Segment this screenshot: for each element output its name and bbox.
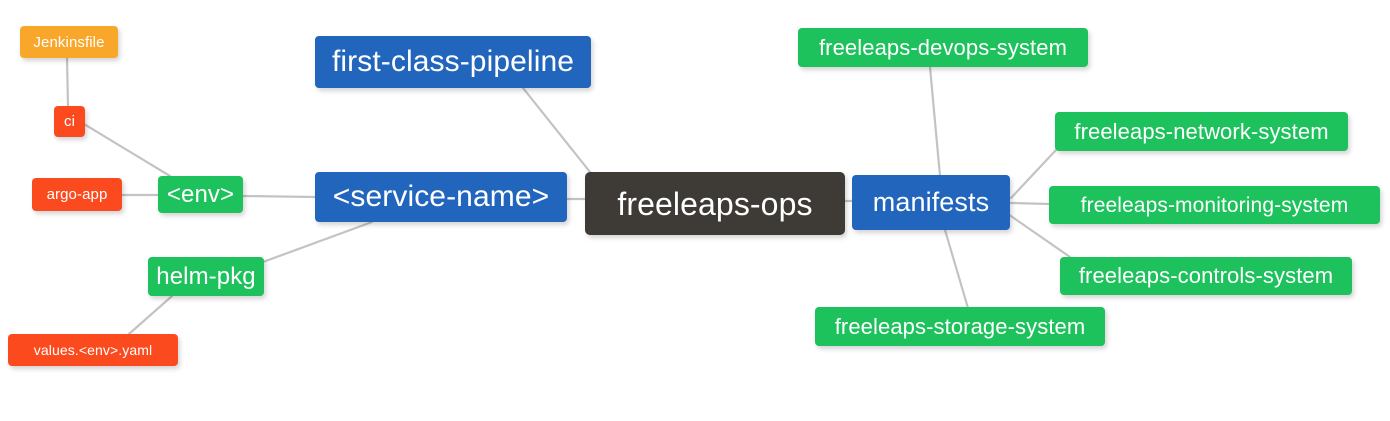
edge-service-name-env — [241, 194, 317, 199]
edge-root-first-class-pipeline — [521, 86, 592, 174]
node-jenkinsfile[interactable]: Jenkinsfile — [20, 26, 118, 58]
node-freeleaps-controls-system[interactable]: freeleaps-controls-system — [1060, 257, 1352, 295]
node-service-name[interactable]: <service-name> — [315, 172, 567, 222]
node-label: freeleaps-network-system — [1074, 118, 1329, 144]
node-helm-pkg[interactable]: helm-pkg — [148, 257, 264, 296]
edge-env-ci — [82, 122, 172, 178]
node-freeleaps-devops-system[interactable]: freeleaps-devops-system — [798, 28, 1088, 67]
node-manifests[interactable]: manifests — [852, 175, 1010, 230]
edge-manifests-storage-system — [943, 228, 970, 310]
node-env[interactable]: <env> — [158, 176, 243, 213]
node-label: freeleaps-devops-system — [818, 34, 1068, 60]
node-freeleaps-monitoring-system[interactable]: freeleaps-monitoring-system — [1049, 186, 1380, 224]
node-label: values.<env>.yaml — [33, 342, 153, 358]
node-label: manifests — [872, 187, 990, 217]
node-argo-app[interactable]: argo-app — [32, 178, 122, 211]
edge-service-name-helm-pkg — [261, 220, 374, 264]
node-freeleaps-storage-system[interactable]: freeleaps-storage-system — [815, 307, 1105, 346]
node-label: freeleaps-ops — [617, 185, 813, 222]
node-label: freeleaps-monitoring-system — [1080, 193, 1349, 217]
node-freeleaps-ops[interactable]: freeleaps-ops — [585, 172, 845, 235]
node-values-env-yaml[interactable]: values.<env>.yaml — [8, 334, 178, 366]
node-first-class-pipeline[interactable]: first-class-pipeline — [315, 36, 591, 88]
node-freeleaps-network-system[interactable]: freeleaps-network-system — [1055, 112, 1348, 151]
node-label: Jenkinsfile — [33, 33, 105, 51]
edge-helm-pkg-values-yaml — [127, 294, 174, 336]
node-label: argo-app — [46, 186, 108, 203]
node-label: <service-name> — [332, 180, 550, 213]
node-ci[interactable]: ci — [54, 106, 85, 137]
node-label: <env> — [166, 180, 235, 208]
node-label: freeleaps-controls-system — [1078, 263, 1334, 288]
edge-manifests-monitoring-system — [1009, 201, 1052, 206]
node-label: first-class-pipeline — [331, 45, 575, 78]
edge-manifests-devops-system — [928, 65, 942, 178]
edge-ci-jenkinsfile — [65, 55, 70, 109]
node-label: freeleaps-storage-system — [834, 313, 1086, 339]
node-label: ci — [63, 113, 76, 130]
node-label: helm-pkg — [156, 262, 256, 290]
